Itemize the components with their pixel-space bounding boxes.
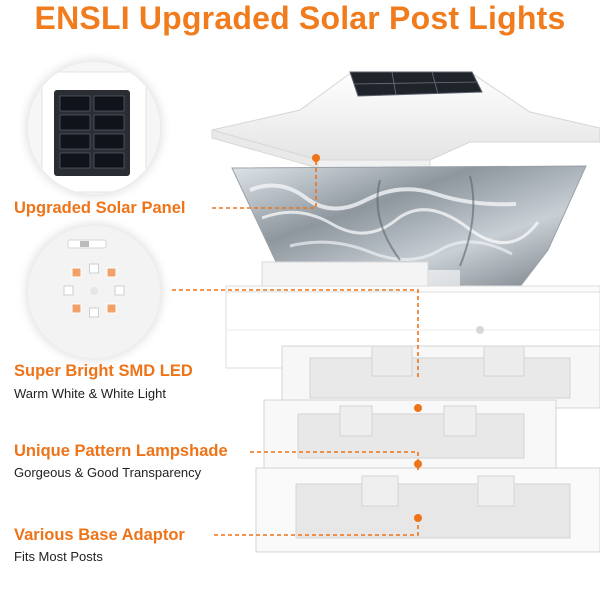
- feature-label-solar-panel: Upgraded Solar Panel: [14, 199, 186, 217]
- leader-dots: [312, 154, 422, 522]
- cap-roof: [211, 71, 600, 169]
- adaptor-frame-medium: [263, 399, 557, 471]
- page-title: ENSLI Upgraded Solar Post Lights: [34, 0, 566, 36]
- feature-label-smd-led: Super Bright SMD LED: [14, 362, 193, 380]
- feature-sub-smd-led: Warm White & White Light: [14, 386, 166, 401]
- adaptor-frame-large: [255, 467, 600, 553]
- led-board-closeup-icon: [28, 226, 160, 358]
- adaptor-frame-small: [281, 345, 600, 409]
- feature-sub-lampshade: Gorgeous & Good Transparency: [14, 465, 202, 480]
- solar-panel-closeup-icon: [28, 62, 160, 194]
- leader-lines: [172, 160, 419, 536]
- feature-label-lampshade: Unique Pattern Lampshade: [14, 442, 228, 460]
- feature-label-base-adaptor: Various Base Adaptor: [14, 526, 185, 544]
- feature-sub-base-adaptor: Fits Most Posts: [14, 549, 103, 564]
